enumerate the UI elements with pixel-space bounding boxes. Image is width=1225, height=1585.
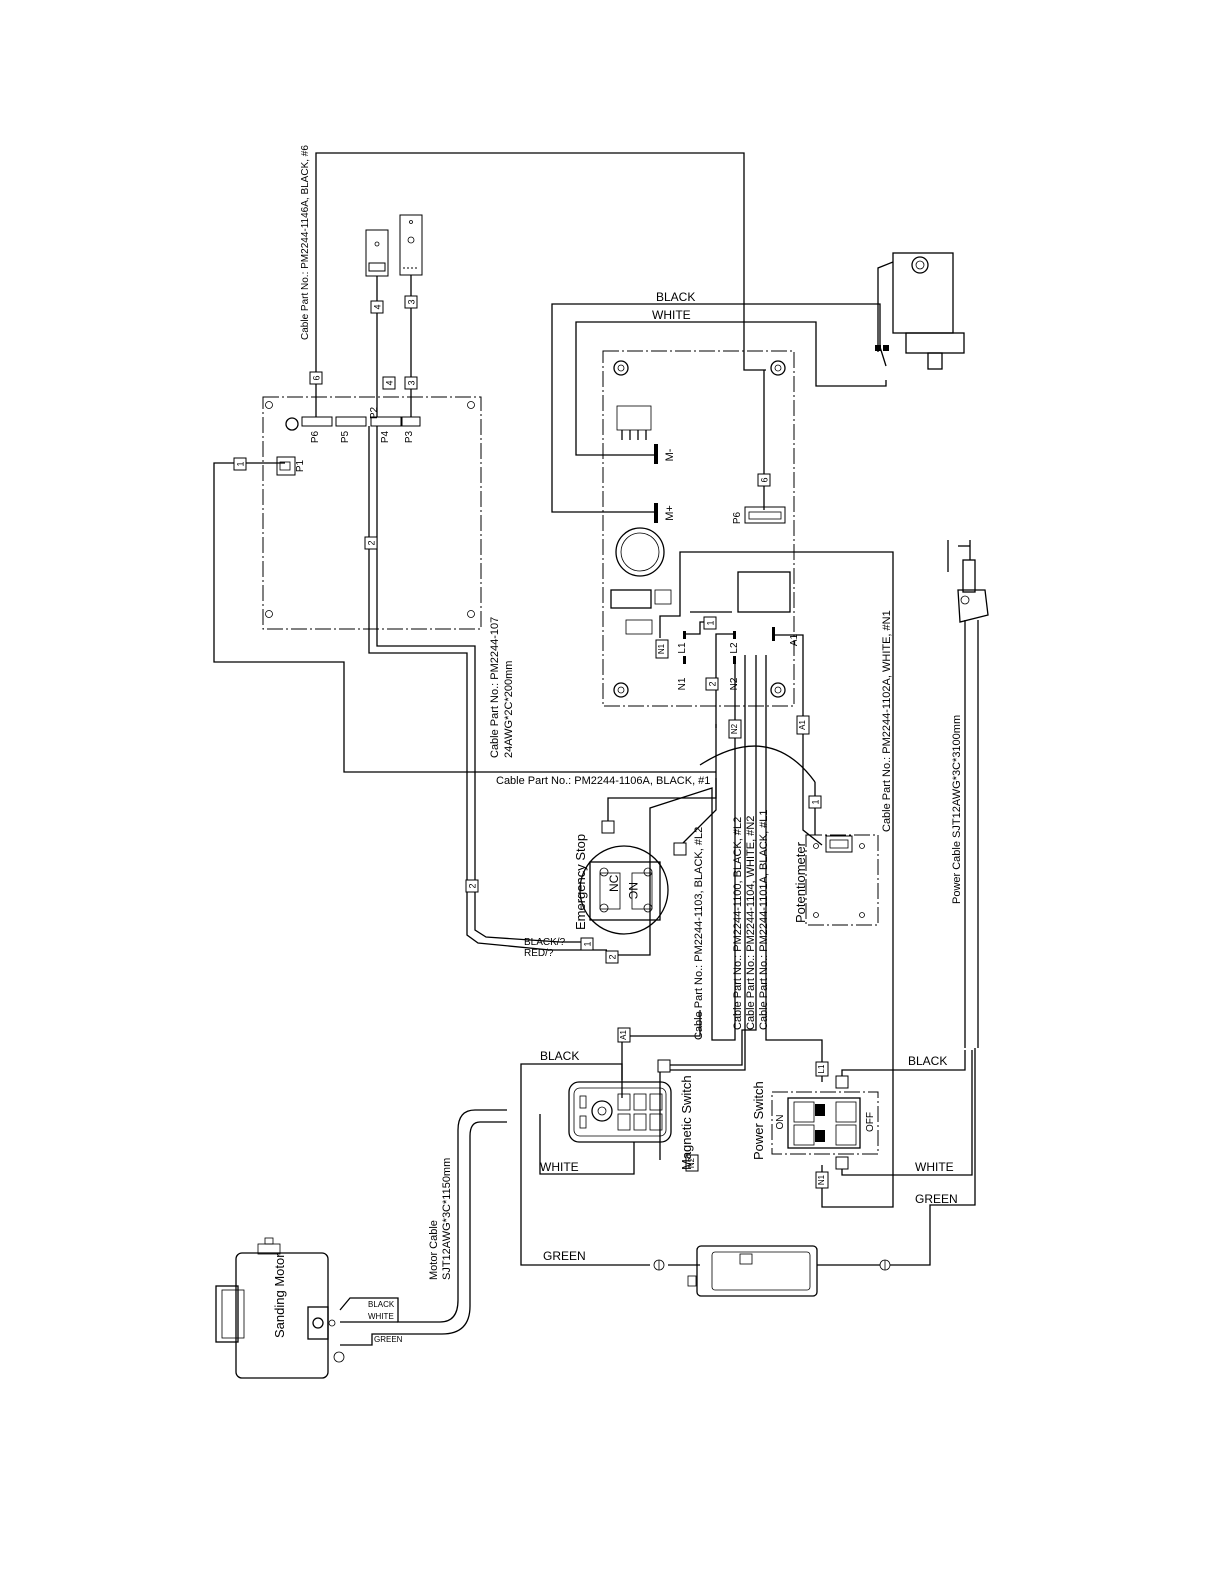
dc-motor (875, 252, 965, 370)
tag-n2b: N2 (687, 1157, 696, 1168)
switch-green-label: GREEN (543, 1249, 586, 1263)
ground-enclosure (687, 1245, 891, 1297)
tag-3a: 3 (406, 299, 416, 304)
switch-black-label: BLACK (540, 1049, 579, 1063)
tag-n1a: N1 (657, 643, 666, 654)
power-cable: Power Cable SJT12AWG*3C*3100mm BLACK WHI… (890, 540, 989, 1266)
estop-black-label: BLACK/? (524, 937, 566, 948)
board-wires (213, 152, 766, 951)
motor-black-label: BLACK (368, 1300, 395, 1309)
driver-board: M- M+ P6 L1 L2 N1 N2 A1 (602, 350, 800, 707)
magnetic-switch: Magnetic Switch (568, 1075, 694, 1170)
power-green-label: GREEN (915, 1192, 958, 1206)
power-switch-label: Power Switch (751, 1081, 766, 1160)
control-board: P6 P5 P2 P4 P3 P1 (262, 396, 482, 630)
terminal-a1-label: A1 (789, 633, 800, 646)
cable-1106-label: Cable Part No.: PM2244-1106A, BLACK, #1 (496, 775, 710, 787)
board-wire-tags: 6 4 3 4 3 1 2 2 (233, 295, 479, 893)
sanding-motor-label: Sanding Motor (272, 1253, 287, 1338)
connector-p6-label: P6 (310, 430, 321, 443)
tag-1a: 1 (235, 461, 245, 466)
connector-p2-label: P2 (369, 406, 380, 419)
tag-6: 6 (311, 375, 321, 380)
tag-2d: 2 (707, 681, 717, 686)
cable-107-label: Cable Part No.: PM2244-107 (489, 617, 501, 758)
tag-4a: 4 (372, 304, 382, 309)
motor-cable-label: Motor Cable (428, 1220, 440, 1280)
tag-3b: 3 (406, 380, 416, 385)
connector-p1-label: P1 (295, 459, 306, 472)
emergency-stop: NC NC Emergency Stop 1 2 BLACK/? RED/? (524, 820, 687, 964)
tag-a1b: A1 (619, 1030, 628, 1040)
driver-wire-tags: 1 N1 2 N2 A1 1 A1 N2 L1 N1 (617, 616, 849, 1189)
tag-2a: 2 (366, 540, 376, 545)
tag-1c: 1 (582, 941, 592, 946)
tag-4b: 4 (384, 380, 394, 385)
power-switch: ON OFF Power Switch (751, 1081, 879, 1160)
connector-p3-label: P3 (404, 430, 415, 443)
connector-p4-label: P4 (380, 430, 391, 443)
cable-1100-label: Cable Part No.: PM2244-1100, BLACK, #L2 (732, 817, 744, 1030)
cable-1103-label: Cable Part No.: PM2244-1103, BLACK, #L2 (693, 827, 705, 1040)
cable-1102-label: Cable Part No.: PM2244-1102A, WHITE, #N1 (881, 610, 893, 832)
cable-1101-label: Cable Part No.: PM2244-1101A, BLACK, #L1 (758, 809, 770, 1030)
tag-l1a: L1 (817, 1064, 826, 1073)
tag-1e: 1 (810, 799, 820, 804)
motor-green-label: GREEN (374, 1335, 403, 1344)
terminal-n1-label: N1 (677, 677, 688, 690)
terminal-m-minus-label: M- (664, 448, 676, 461)
motor-cable-spec: SJT12AWG*3C*1150mm (441, 1158, 453, 1280)
motor-white-label: WHITE (368, 1312, 394, 1321)
tag-a1a: A1 (798, 720, 807, 730)
potentiometer: Potentiometer (793, 834, 879, 926)
motor-cable: Motor Cable SJT12AWG*3C*1150mm (415, 1109, 507, 1335)
potentiometer-label: Potentiometer (793, 841, 808, 923)
sensor-modules (365, 214, 423, 277)
dc-white-label: WHITE (652, 308, 691, 322)
tag-n2a: N2 (730, 723, 739, 734)
power-white-label: WHITE (915, 1160, 954, 1174)
power-cable-label: Power Cable SJT12AWG*3C*3100mm (951, 715, 963, 904)
tag-2b: 2 (467, 883, 477, 888)
sanding-motor: BLACK WHITE GREEN Sanding Motor (215, 1237, 415, 1379)
cable-107-spec: 24AWG*2C*200mm (503, 661, 515, 758)
terminal-l1-label: L1 (677, 642, 688, 654)
terminal-m-plus-label: M+ (664, 505, 676, 521)
power-off-label: OFF (865, 1112, 876, 1132)
tag-6b: 6 (759, 477, 769, 482)
estop-nc-label-a: NC (626, 882, 640, 900)
tag-1d: 1 (705, 620, 715, 625)
terminal-l2-label: L2 (729, 642, 740, 654)
driver-p6-label: P6 (732, 511, 743, 524)
magnetic-switch-label: Magnetic Switch (679, 1075, 694, 1170)
cable-1104-label: Cable Part No.: PM2244-1104, WHITE, #N2 (745, 816, 757, 1030)
power-on-label: ON (775, 1115, 786, 1130)
connector-p5-label: P5 (340, 430, 351, 443)
dc-motor-wires: 6 BLACK WHITE (551, 290, 887, 513)
estop-red-label: RED/? (524, 948, 554, 959)
motor-switch-wires: BLACK WHITE GREEN (520, 1049, 700, 1271)
emergency-stop-label: Emergency Stop (573, 834, 588, 930)
dc-black-label: BLACK (656, 290, 695, 304)
tag-2c: 2 (607, 954, 617, 959)
power-black-label: BLACK (908, 1054, 947, 1068)
switch-white-label: WHITE (540, 1160, 579, 1174)
cable-6-label: Cable Part No.: PM2244-1146A, BLACK, #6 (300, 145, 311, 340)
tag-n1b: N1 (817, 1174, 826, 1185)
estop-nc-label-b: NC (607, 874, 621, 892)
